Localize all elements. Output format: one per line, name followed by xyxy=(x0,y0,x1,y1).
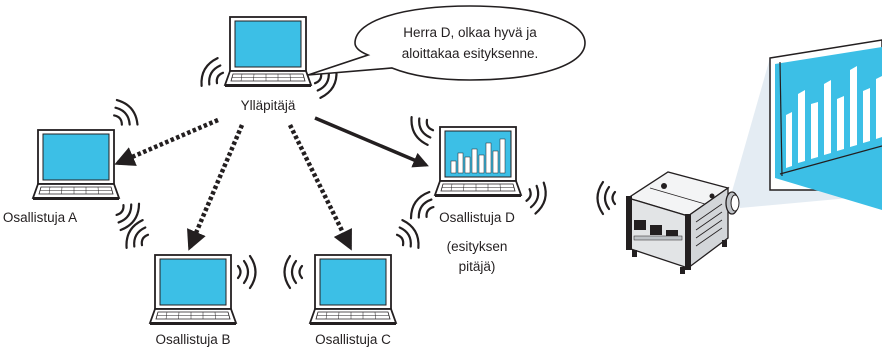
host-wireless-left-icon xyxy=(195,54,230,93)
participant-d-sublabel-2: pitäjä) xyxy=(459,259,496,274)
participant-d-wireless-bottom-left-icon xyxy=(405,187,441,227)
arrow-to-participant-b xyxy=(187,124,245,251)
participant-a-wireless-top-icon xyxy=(106,95,143,134)
projector-icon xyxy=(626,171,740,274)
participant-d-sublabel-1: (esityksen xyxy=(447,239,508,254)
speech-bubble-line2: aloittakaa esityksenne. xyxy=(402,46,539,61)
projection-screen-icon xyxy=(769,39,882,210)
participant-d-wireless-right-icon xyxy=(522,178,551,217)
arrow-to-participant-c xyxy=(287,124,353,251)
participant-a-laptop-icon xyxy=(32,129,120,201)
participant-d-wireless-top-icon xyxy=(405,110,440,149)
speech-bubble-line1: Herra D, olkaa hyvä ja xyxy=(403,25,537,40)
participant-d-laptop-icon xyxy=(434,126,522,198)
participant-a-label: Osallistuja A xyxy=(3,210,77,225)
participant-b-laptop-icon xyxy=(149,254,237,326)
participant-b-label: Osallistuja B xyxy=(155,332,230,347)
projector-wireless-icon xyxy=(596,180,617,216)
participant-c-wireless-left-icon xyxy=(283,254,304,290)
participant-a-wireless-bottom-icon xyxy=(109,195,145,235)
participant-d-label: Osallistuja D xyxy=(439,210,515,225)
participant-c-label: Osallistuja C xyxy=(315,332,391,347)
participant-b-wireless-right-icon xyxy=(236,254,257,290)
arrow-to-participant-a xyxy=(114,117,219,166)
host-label: Ylläpitäjä xyxy=(241,98,296,113)
participant-c-laptop-icon xyxy=(309,254,397,326)
host-laptop-icon xyxy=(224,16,312,88)
arrow-to-participant-d xyxy=(314,116,429,168)
participant-c-wireless-right-icon xyxy=(390,216,425,255)
participant-d-screen-chart-icon xyxy=(450,138,506,174)
speech-bubble: Herra D, olkaa hyvä ja aloittakaa esityk… xyxy=(307,5,586,81)
participant-b-wireless-left-icon xyxy=(120,216,155,255)
